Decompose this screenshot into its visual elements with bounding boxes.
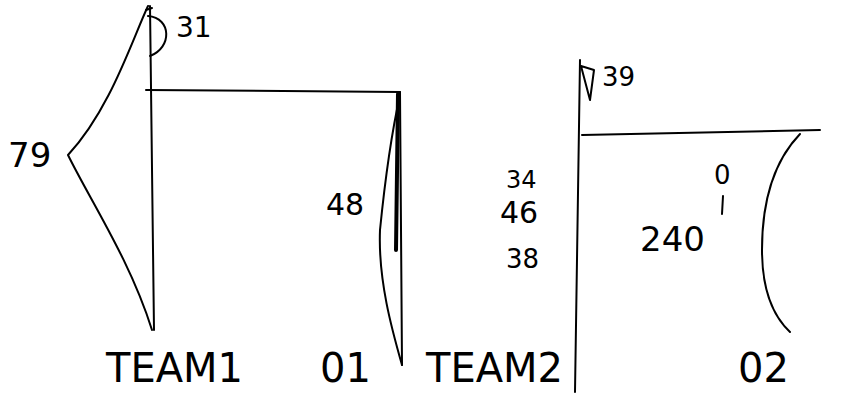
small-bulge <box>146 8 166 56</box>
handwritten-label: 34 <box>506 168 537 192</box>
bulge-curve <box>68 6 152 330</box>
handwritten-label: 46 <box>500 198 538 228</box>
handwritten-label: TEAM2 <box>426 348 563 388</box>
bulge-curve <box>380 95 402 365</box>
post-line <box>575 60 580 392</box>
tick-mark <box>722 196 723 214</box>
small-flag <box>581 66 594 100</box>
handwritten-label: 240 <box>640 222 705 256</box>
post-line <box>400 92 402 365</box>
crossbar-line <box>582 130 820 135</box>
handwritten-label: 31 <box>176 14 212 42</box>
handwritten-label: 38 <box>506 246 539 272</box>
handwritten-label: 02 <box>738 348 789 388</box>
handwritten-label: 01 <box>320 348 371 388</box>
handwritten-label: 0 <box>714 162 731 188</box>
bulge-curve <box>762 134 800 332</box>
crossbar-line <box>146 90 400 92</box>
handwritten-label: 48 <box>326 190 364 220</box>
handwritten-label: TEAM1 <box>106 348 243 388</box>
handwritten-label: 79 <box>8 138 51 172</box>
handwritten-label: 39 <box>602 64 635 90</box>
